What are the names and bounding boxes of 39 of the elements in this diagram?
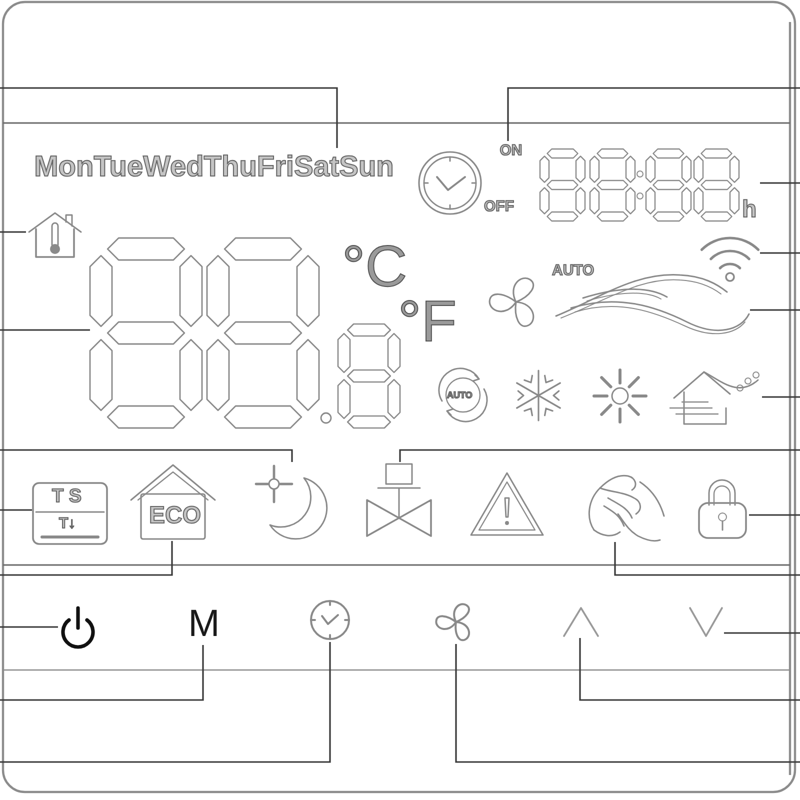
leader-line [0, 329, 90, 331]
leader-line [760, 182, 800, 184]
weekday-text: MonTueWedThuFriSatSun [30, 148, 398, 186]
leader-line [0, 87, 338, 148]
leader-line [0, 449, 293, 462]
leader-line [760, 252, 800, 254]
house-thermometer-icon [26, 210, 84, 260]
hour-unit: h [742, 198, 757, 222]
eco-text: ECO [149, 504, 202, 528]
leader-line [0, 509, 32, 511]
leader-line [750, 309, 800, 311]
leader-line [455, 644, 800, 763]
power-icon [58, 606, 98, 650]
sensor-text: T S [52, 487, 82, 506]
leader-line [0, 645, 204, 701]
leader-line [749, 514, 800, 516]
leader-line [399, 449, 800, 462]
moon-star-icon [252, 462, 328, 540]
leader-line [0, 231, 26, 233]
leader-line [762, 396, 800, 398]
off-text: OFF [484, 199, 514, 214]
unit-symbol: °C [342, 238, 408, 296]
key-letter: M [183, 603, 225, 645]
leader-line [0, 626, 58, 628]
leader-line [0, 642, 331, 763]
auto-text: AUTO [552, 263, 594, 278]
auto-text: AUTO [447, 391, 472, 400]
valve-icon [364, 462, 434, 538]
sensor-text: T↓ [59, 516, 76, 531]
down-chevron-icon [688, 606, 724, 638]
leader-line [579, 638, 800, 701]
leader-line [614, 542, 800, 576]
leader-line [507, 87, 800, 141]
clock-icon [308, 598, 352, 642]
on-text: ON [494, 141, 528, 161]
leader-line [724, 632, 800, 634]
leader-line [0, 541, 173, 576]
unit-symbol: °F [398, 293, 457, 351]
up-chevron-icon [562, 606, 600, 638]
